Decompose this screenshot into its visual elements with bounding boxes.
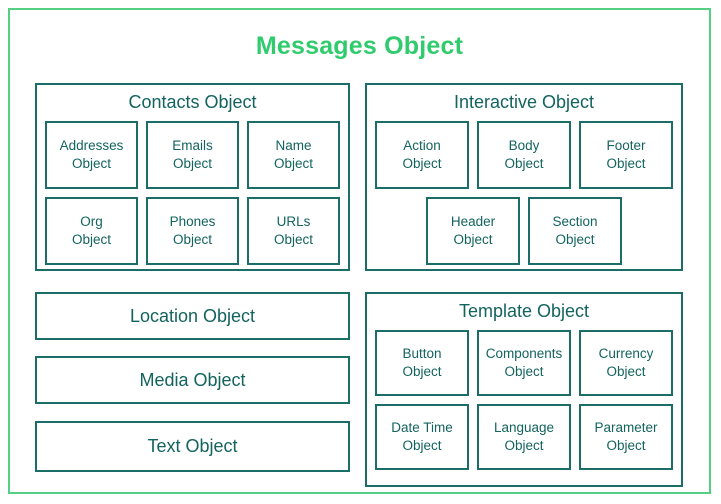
node-currency-object[interactable]: Currency Object <box>579 330 673 396</box>
node-label-line2: Object <box>606 438 646 453</box>
node-addresses-object[interactable]: Addresses Object <box>45 121 138 189</box>
node-parameter-object[interactable]: Parameter Object <box>579 404 673 470</box>
node-label-line2: Object <box>504 438 544 453</box>
node-org-object[interactable]: Org Object <box>45 197 138 265</box>
node-label-line1: Phones <box>169 214 216 229</box>
node-label-line2: Object <box>71 156 112 171</box>
box-label: Location Object <box>129 305 256 326</box>
node-components-object[interactable]: Components Object <box>477 330 571 396</box>
diagram-title: Messages Object <box>255 32 464 60</box>
panel-title-template: Template Object <box>458 301 590 321</box>
panel-title-interactive: Interactive Object <box>453 92 595 112</box>
node-label-line1: Addresses <box>59 138 124 153</box>
box-text-object[interactable]: Text Object <box>35 421 350 472</box>
panel-template-object: Template Object Button Object Components… <box>365 292 683 487</box>
node-label-line1: URLs <box>276 214 311 229</box>
box-media-object[interactable]: Media Object <box>35 356 350 404</box>
node-button-object[interactable]: Button Object <box>375 330 469 396</box>
node-action-object[interactable]: Action Object <box>375 121 469 189</box>
node-label-line1: Body <box>508 138 540 153</box>
node-label-line2: Object <box>504 364 544 379</box>
node-row: Action Object Body Object Footer Object <box>367 121 681 189</box>
node-language-object[interactable]: Language Object <box>477 404 571 470</box>
node-section-object[interactable]: Section Object <box>528 197 622 265</box>
node-label-line2: Object <box>606 364 646 379</box>
node-label-line1: Footer <box>606 138 646 153</box>
node-label-line1: Date Time <box>391 420 453 435</box>
box-label: Text Object <box>147 436 238 456</box>
node-label-line1: Components <box>485 346 563 361</box>
node-urls-object[interactable]: URLs Object <box>247 197 340 265</box>
node-label-line2: Object <box>172 232 213 247</box>
node-label-line2: Object <box>555 232 595 247</box>
node-label-line2: Object <box>402 156 442 171</box>
node-body-object[interactable]: Body Object <box>477 121 571 189</box>
node-header-object[interactable]: Header Object <box>426 197 520 265</box>
panel-title-contacts: Contacts Object <box>128 92 257 112</box>
node-label-line2: Object <box>273 232 314 247</box>
node-label-line1: Header <box>450 214 496 229</box>
node-label-line1: Button <box>402 346 442 361</box>
node-date-time-object[interactable]: Date Time Object <box>375 404 469 470</box>
node-label-line1: Currency <box>598 346 654 361</box>
box-location-object[interactable]: Location Object <box>35 292 350 340</box>
node-label-line1: Org <box>80 214 103 229</box>
node-row: Date Time Object Language Object Paramet… <box>367 404 681 470</box>
node-phones-object[interactable]: Phones Object <box>146 197 239 265</box>
node-label-line1: Emails <box>172 138 213 153</box>
node-label-line1: Action <box>403 138 441 153</box>
node-footer-object[interactable]: Footer Object <box>579 121 673 189</box>
node-label-line1: Language <box>493 420 555 435</box>
node-label-line2: Object <box>402 364 442 379</box>
node-label-line2: Object <box>71 232 112 247</box>
node-label-line1: Section <box>552 214 598 229</box>
node-label-line1: Name <box>275 138 312 153</box>
node-emails-object[interactable]: Emails Object <box>146 121 239 189</box>
node-label-line1: Parameter <box>594 420 658 435</box>
node-name-object[interactable]: Name Object <box>247 121 340 189</box>
node-row: Addresses Object Emails Object Name Obje… <box>37 121 348 189</box>
messages-object-diagram: Messages Object Contacts Object Addresse… <box>8 8 711 494</box>
node-label-line2: Object <box>606 156 646 171</box>
node-label-line2: Object <box>453 232 493 247</box>
node-row: Header Object Section Object <box>367 197 681 265</box>
node-label-line2: Object <box>504 156 544 171</box>
panel-contacts-object: Contacts Object Addresses Object Emails … <box>35 83 350 271</box>
node-label-line2: Object <box>273 156 314 171</box>
panel-interactive-object: Interactive Object Action Object Body Ob… <box>365 83 683 271</box>
node-row: Button Object Components Object Currency… <box>367 330 681 396</box>
node-label-line2: Object <box>402 438 442 453</box>
node-row: Org Object Phones Object URLs Object <box>37 197 348 265</box>
node-label-line2: Object <box>172 156 213 171</box>
box-label: Media Object <box>139 369 246 390</box>
